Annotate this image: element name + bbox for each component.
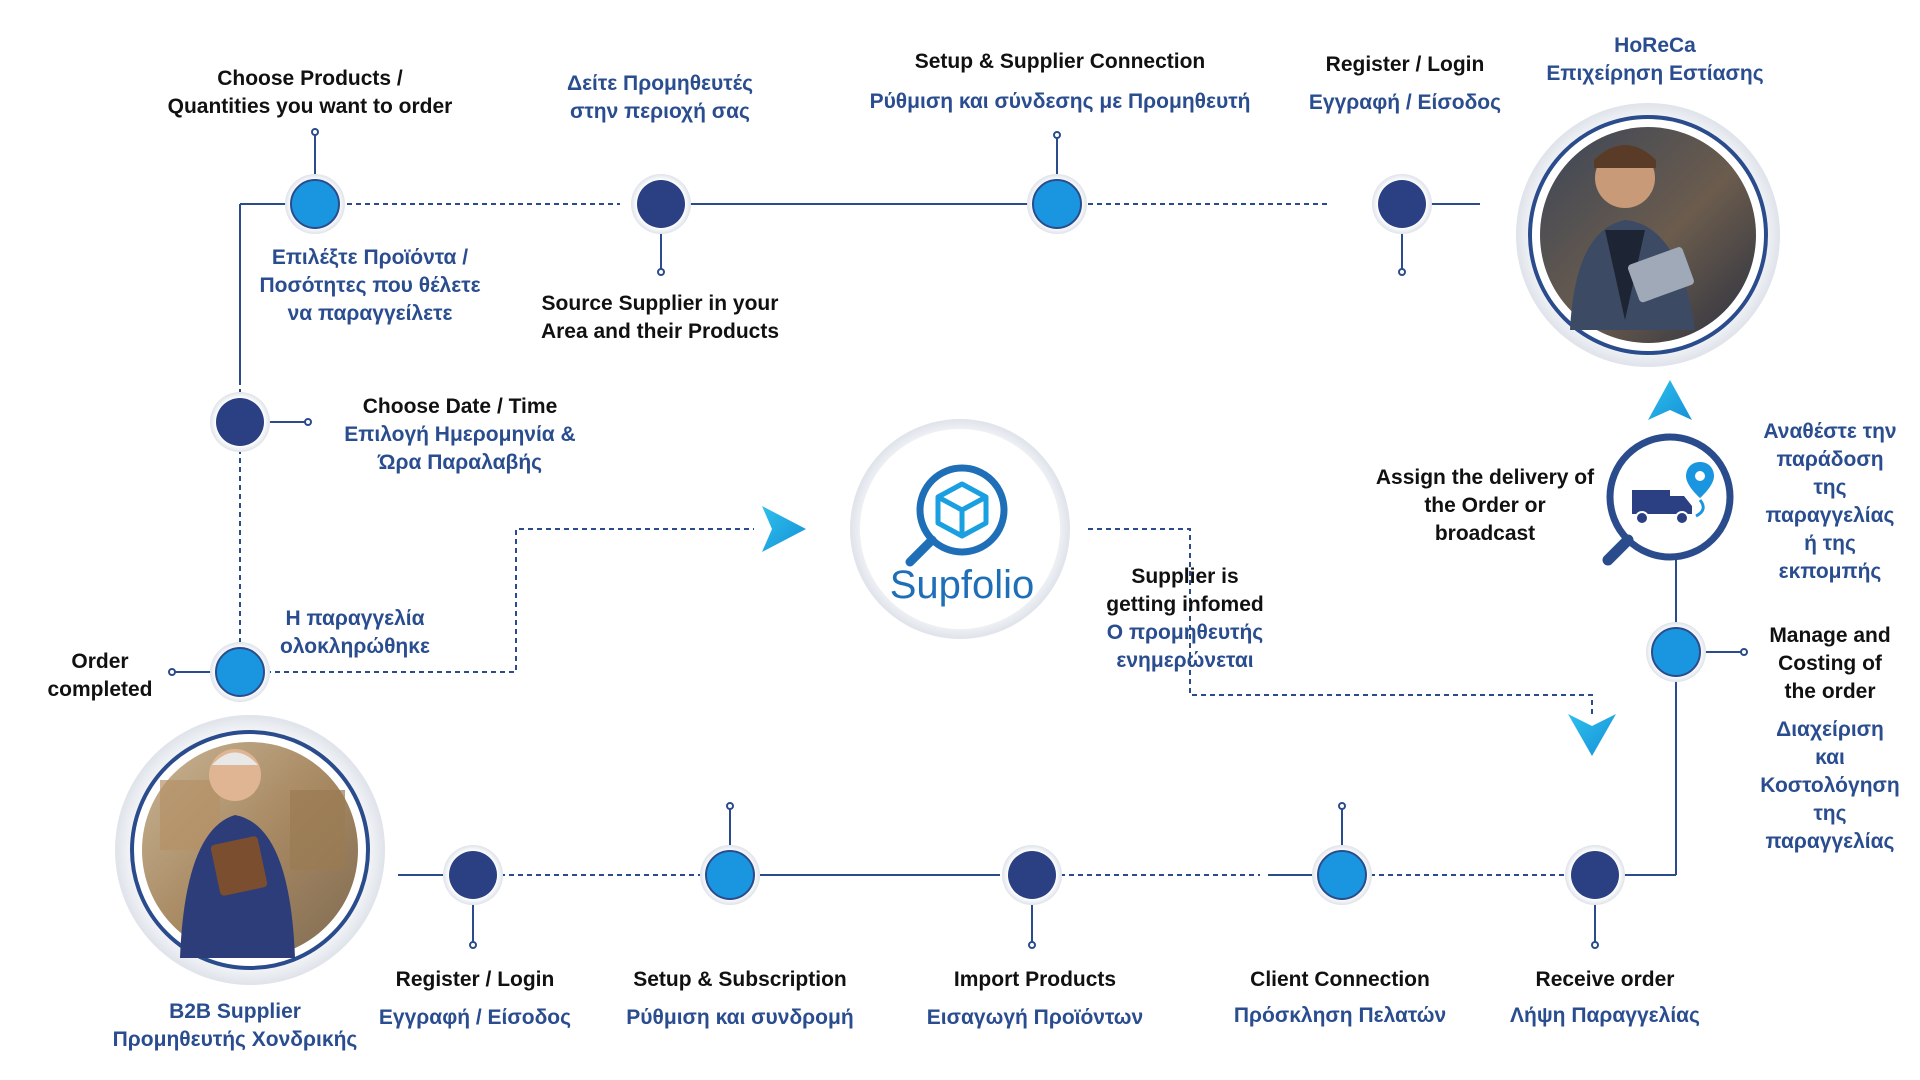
waiter-with-tablet-photo [1570,145,1695,330]
node-order-completed [210,642,270,702]
order-completed-en: Order completed [47,650,153,701]
order-completed-gr: Η παραγγελία ολοκληρώθηκε [280,607,430,658]
arrow-right-icon [762,506,806,552]
delivery-truck-location-icon [1602,433,1734,566]
assign-delivery-en: Assign the delivery of the Order or broa… [1375,466,1595,545]
warehouse-man-photo [160,749,345,958]
see-suppliers-gr: Δείτε Προμηθευτές στην περιοχή σας [566,72,754,123]
setup-connection-label: Setup & Supplier Connection Ρύθμιση και … [869,50,1251,113]
logo-text: Supfolio [890,563,1035,607]
node-horeca-register [1372,174,1432,234]
horeca-title-block: HoReCa Επιχείρηση Εστίασης [1500,32,1810,88]
node-manage-costing [1646,622,1706,682]
source-supplier-en: Source Supplier in your Area and their P… [540,292,780,343]
node-choose-date [210,392,270,452]
client-connection-label: Client Connection Πρόσκληση Πελατών [1233,968,1447,1027]
node-setup-connection [1027,174,1087,234]
supplier-informed-label: Supplier is getting infomed Ο προμηθευτή… [1106,565,1264,672]
pin-stems [168,128,1748,949]
node-client-connection [1312,845,1372,905]
node-choose-products [285,174,345,234]
arrow-up-icon [1648,380,1692,420]
node-setup-subscription [700,845,760,905]
manage-costing-en: Manage and Costing of the order [1769,624,1891,703]
node-import-products [1002,845,1062,905]
supplier-subtitle: Προμηθευτής Χονδρικής [112,1028,358,1051]
connector-lines [172,203,1677,876]
choose-products-gr: Επιλέξτε Προϊόντα / Ποσότητες που θέλετε… [259,246,481,325]
manage-costing-gr: Διαχείριση και Κοστολόγηση της παραγγελί… [1760,718,1900,853]
supplier-register-label: Register / Login Εγγραφή / Είσοδος [378,968,572,1029]
horeca-avatar [1516,103,1780,367]
horeca-subtitle: Επιχείρηση Εστίασης [1546,62,1764,85]
supplier-title-block: B2B Supplier Προμηθευτής Χονδρικής [85,998,385,1054]
receive-order-label: Receive order Λήψη Παραγγελίας [1510,968,1700,1027]
magnifier-box-icon [905,464,1008,567]
arrow-down-icon [1568,714,1616,756]
horeca-title: HoReCa [1614,34,1696,57]
choose-date-label: Choose Date / Time Επιλογή Ημερομηνία & … [344,395,576,474]
supfolio-logo: Supfolio [850,419,1070,639]
node-receive-order [1565,845,1625,905]
supplier-avatar [115,715,385,985]
assign-delivery-gr: Αναθέστε την παράδοση της παραγγελίας ή … [1763,420,1897,583]
choose-products-en: Choose Products / Quantities you want to… [167,67,453,118]
supplier-title: B2B Supplier [169,1000,301,1023]
horeca-register-label: Register / Login Εγγραφή / Είσοδος [1308,53,1502,114]
node-supplier-register [443,845,503,905]
setup-subscription-label: Setup & Subscription Ρύθμιση και συνδρομ… [626,968,854,1029]
import-products-label: Import Products Εισαγωγή Προϊόντων [926,968,1144,1029]
node-source-supplier [631,174,691,234]
